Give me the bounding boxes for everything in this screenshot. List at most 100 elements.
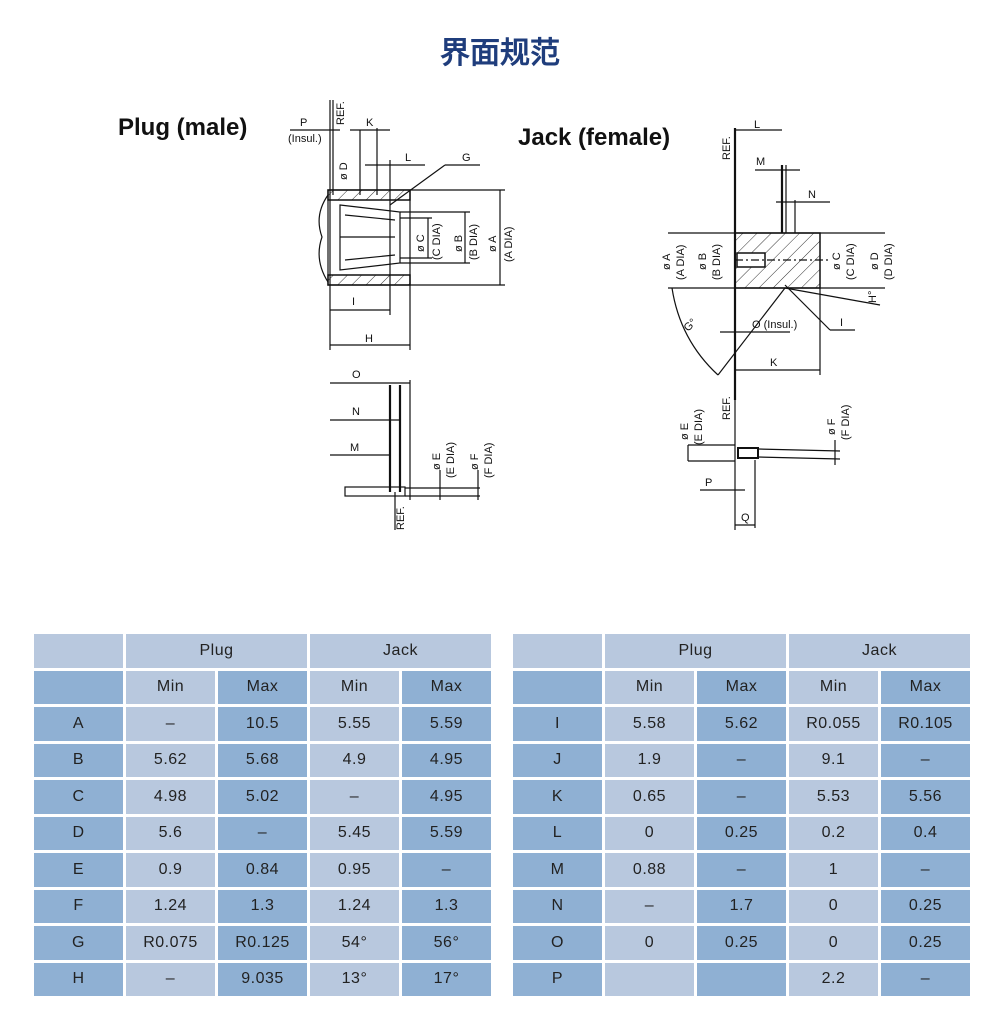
dimension-label: A — [34, 707, 123, 741]
value-cell: 0.95 — [310, 853, 399, 887]
label-f-dia: (F DIA) — [483, 443, 495, 478]
value-cell: 0.9 — [126, 853, 215, 887]
group-header: Jack — [789, 634, 970, 668]
label-k: K — [366, 117, 374, 129]
label-i: I — [840, 317, 843, 329]
value-cell: – — [402, 853, 491, 887]
value-cell: 0 — [605, 816, 694, 850]
value-cell: – — [697, 780, 786, 814]
dimension-label: I — [513, 707, 602, 741]
value-cell: – — [310, 780, 399, 814]
page-title: 界面规范 — [440, 36, 560, 71]
label-p: P — [300, 117, 307, 129]
jack-drawing: Jack (female) L REF. M N ø A (A DIA) ø B… — [518, 119, 895, 530]
dimension-label: G — [34, 926, 123, 960]
dimension-label: E — [34, 853, 123, 887]
label-f: ø F — [469, 453, 481, 470]
column-header: Min — [605, 670, 694, 704]
value-cell: – — [697, 853, 786, 887]
label-h: H° — [867, 291, 879, 303]
dimension-label: M — [513, 853, 602, 887]
label-q: Q — [741, 512, 750, 524]
label-f-dia: (F DIA) — [840, 405, 852, 440]
value-cell: R0.125 — [218, 926, 307, 960]
column-header: Max — [881, 670, 970, 704]
plug-title: Plug (male) — [118, 114, 247, 141]
value-cell: 4.95 — [402, 780, 491, 814]
dimension-label: B — [34, 743, 123, 777]
label-ref-2: REF. — [395, 506, 407, 530]
value-cell: 54° — [310, 926, 399, 960]
value-cell: 4.98 — [126, 780, 215, 814]
label-c: ø C — [415, 234, 427, 252]
corner-cell — [34, 634, 123, 668]
value-cell: 5.6 — [126, 816, 215, 850]
value-cell: 0.88 — [605, 853, 694, 887]
value-cell: 1.9 — [605, 743, 694, 777]
value-cell: R0.075 — [126, 926, 215, 960]
label-p: P — [705, 477, 712, 489]
value-cell: 9.1 — [789, 743, 878, 777]
value-cell: 1.24 — [310, 889, 399, 923]
label-c: ø C — [831, 252, 843, 270]
label-d: ø D — [869, 252, 881, 270]
value-cell: – — [218, 816, 307, 850]
label-a-dia: (A DIA) — [675, 245, 687, 280]
dimension-label: N — [513, 889, 602, 923]
column-header: Min — [310, 670, 399, 704]
corner-cell — [513, 670, 602, 704]
value-cell — [697, 962, 786, 996]
value-cell: 13° — [310, 962, 399, 996]
group-header: Jack — [310, 634, 491, 668]
value-cell: 5.58 — [605, 707, 694, 741]
value-cell: 0.4 — [881, 816, 970, 850]
label-c-dia: (C DIA) — [431, 223, 443, 260]
label-e: ø E — [679, 423, 691, 440]
label-ref: REF. — [335, 101, 347, 125]
label-d: ø D — [338, 162, 350, 180]
label-b-dia: (B DIA) — [468, 224, 480, 260]
dimension-label: F — [34, 889, 123, 923]
label-k: K — [770, 357, 778, 369]
dimension-label: H — [34, 962, 123, 996]
value-cell: – — [126, 707, 215, 741]
value-cell: 0.25 — [881, 889, 970, 923]
value-cell: 0 — [789, 926, 878, 960]
value-cell: 5.59 — [402, 707, 491, 741]
connector-drawings: Plug (male) P (Insul.) REF. K L G ø D ø … — [118, 100, 895, 530]
value-cell: – — [881, 853, 970, 887]
value-cell: 0.25 — [881, 926, 970, 960]
column-header: Min — [789, 670, 878, 704]
column-header: Max — [402, 670, 491, 704]
label-g: G — [462, 152, 471, 164]
value-cell: 1 — [789, 853, 878, 887]
label-b: ø B — [453, 235, 465, 252]
value-cell: 5.62 — [697, 707, 786, 741]
value-cell: – — [881, 743, 970, 777]
value-cell: 5.53 — [789, 780, 878, 814]
value-cell: 4.9 — [310, 743, 399, 777]
dimension-label: D — [34, 816, 123, 850]
label-h: H — [365, 333, 373, 345]
value-cell: – — [881, 962, 970, 996]
value-cell: 1.24 — [126, 889, 215, 923]
jack-contact — [737, 447, 759, 459]
column-header: Min — [126, 670, 215, 704]
label-e-dia: (E DIA) — [693, 409, 705, 445]
value-cell: – — [697, 743, 786, 777]
